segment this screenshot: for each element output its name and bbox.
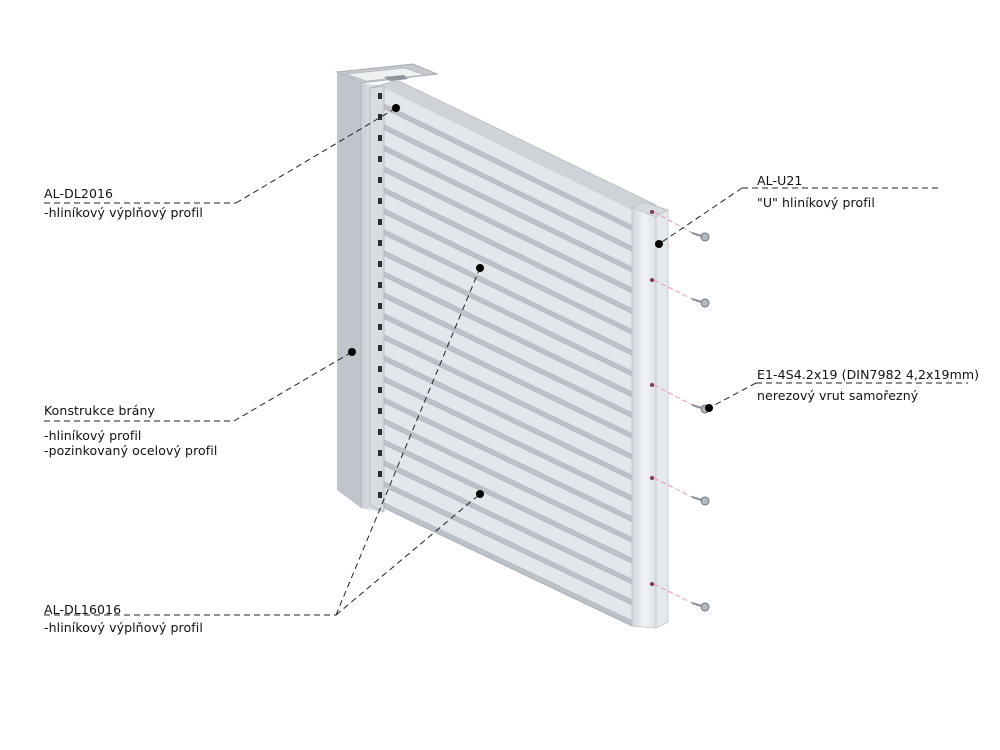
channel-slot [378,198,382,204]
dot-dl16016-b [476,490,484,498]
label-frame-line2: -pozinkovaný ocelový profil [44,443,218,458]
slat-edge [383,108,633,232]
leader-lines [44,107,968,616]
channel-slot [378,303,382,309]
channel-slot [378,345,382,351]
u21-profile [631,201,669,629]
label-dl2016-code: AL-DL2016 [44,186,114,201]
screw-guide-line [653,211,699,237]
screw-head [700,496,710,506]
channel-slot [378,450,382,456]
dl2016-channel [369,85,385,513]
slat-groove [384,481,632,606]
slat-groove [384,334,632,460]
slat-groove [384,397,632,522]
channel-slot [378,408,382,414]
screw-hole [650,582,654,586]
slat-groove [384,502,632,626]
channel-slot [378,114,382,120]
label-screw-desc: nerezový vrut samořezný [757,388,919,403]
channel-slot [378,135,382,141]
channel-slot [378,387,382,393]
slat-groove [384,103,632,231]
dot-dl16016-a [476,264,484,272]
screw-guide-line [653,279,699,303]
dot-screw [705,404,713,412]
slat-groove [384,271,632,398]
label-frame-line1: -hliníkový profil [44,428,142,443]
dot-frame [348,348,356,356]
screw-guide-line [653,477,699,501]
channel-slot [378,219,382,225]
leader-u21-diag [658,187,743,245]
screws [650,210,710,612]
label-dl16016-desc: -hliníkový výplňový profil [44,620,203,635]
leader-screw-diag [708,382,757,409]
slat-groove [384,250,632,377]
screw-guide-line [653,583,699,607]
dot-u21 [655,240,663,248]
channel-slot [378,366,382,372]
channel-slot [378,282,382,288]
slat-groove [384,187,632,314]
slat-groove [384,376,632,502]
leader-frame-diag [233,351,353,422]
channel-slot [378,429,382,435]
screw-hole [650,383,654,387]
screw-shaft [691,404,703,409]
slat-groove [384,313,632,439]
slat-groove [384,208,632,335]
leader-dl16016-a [335,267,481,616]
dot-dl2016 [392,104,400,112]
slat-groove [384,145,632,273]
screw-shaft [691,602,703,607]
slat-groove [384,292,632,418]
channel-slot [378,240,382,246]
label-dl2016-desc: -hliníkový výplňový profil [44,205,203,220]
channel-slot [378,93,382,99]
slat-groove [384,124,632,252]
label-u21-code: AL-U21 [757,173,803,188]
screw-head [700,298,710,308]
screw-hole [650,278,654,282]
slat-groove [384,460,632,585]
slat-groove [384,166,632,294]
screw-hole [650,476,654,480]
channel-slot [378,492,382,498]
screw-shaft [691,298,703,303]
channel-slot [378,156,382,162]
screw-head [700,602,710,612]
channel-slot [378,261,382,267]
screw-head [700,232,710,242]
screw-guide-line [653,384,699,409]
screw-shaft [691,232,703,237]
channel-slot [378,324,382,330]
channel-slot [378,177,382,183]
slat-groove [384,355,632,481]
leader-dl16016-b [335,493,481,616]
label-u21-desc: "U" hliníkový profil [757,195,875,210]
screw-hole [650,210,654,214]
slat-groove [384,439,632,564]
leader-dots [348,104,713,498]
screw-shaft [691,496,703,501]
slat-groove [384,229,632,356]
label-dl16016-code: AL-DL16016 [44,602,122,617]
label-frame-title: Konstrukce brány [44,403,156,418]
leader-dl2016-diag [235,107,397,204]
label-screw-code: E1-4S4.2x19 (DIN7982 4,2x19mm) [757,367,980,382]
channel-slot [378,471,382,477]
slat-edge [383,507,633,627]
slat-panel [368,79,658,627]
slat-groove [384,418,632,543]
